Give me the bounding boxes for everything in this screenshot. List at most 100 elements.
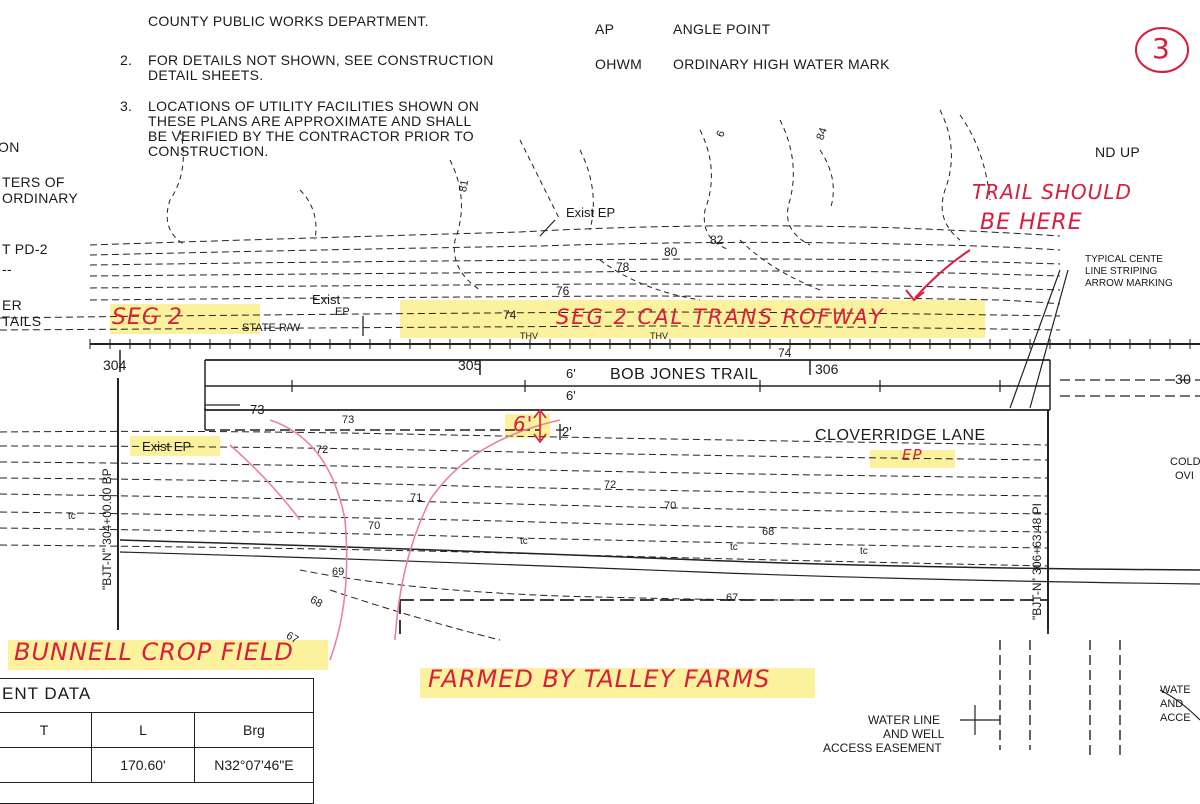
highlight-seg2-caltrans bbox=[400, 300, 985, 338]
contour-elevation: 70 bbox=[368, 520, 381, 532]
trail-name: BOB JONES TRAIL bbox=[610, 366, 759, 383]
contour-elevation: 78 bbox=[616, 260, 630, 274]
right-margin-text: AND bbox=[1160, 698, 1184, 710]
left-margin-text: ON bbox=[0, 139, 20, 155]
water-easement-label: WATER LINE bbox=[868, 713, 941, 727]
note-3-number: 3. bbox=[120, 98, 133, 114]
abbrev-code: OHWM bbox=[595, 56, 643, 72]
water-easement-label: AND WELL bbox=[883, 727, 945, 741]
right-margin-text: COLD bbox=[1170, 456, 1200, 468]
pi-station-label: "BJT-N" 306+63.48 PI bbox=[1030, 503, 1044, 620]
contour-elevation: 72 bbox=[604, 479, 617, 491]
right-margin-text: WATE bbox=[1160, 684, 1191, 696]
contour-elevation: 72 bbox=[316, 444, 329, 456]
right-margin-text: ACCE bbox=[1160, 712, 1191, 724]
left-margin-text: TERS OF bbox=[2, 174, 65, 190]
tree-canopy-label: tc bbox=[730, 542, 738, 553]
highlight-exist-ep-left bbox=[130, 436, 220, 456]
left-margin-text: -- bbox=[2, 261, 12, 277]
annotation-bunnell: BUNNELL CROP FIELD bbox=[14, 638, 294, 666]
table-cell bbox=[0, 747, 93, 783]
note-3-line-2: THESE PLANS ARE APPROXIMATE AND SHALL bbox=[148, 113, 472, 129]
label-exist-ep-top: Exist EP bbox=[566, 205, 616, 220]
tree-canopy-label: tc bbox=[860, 546, 868, 557]
table-header-row: T L Brg bbox=[0, 712, 315, 748]
right-margin-text: ND UP bbox=[1095, 144, 1141, 160]
note-2-number: 2. bbox=[120, 52, 133, 68]
contour-elevation: 67 bbox=[726, 592, 739, 604]
note-3-line-3: BE VERIFIED BY THE CONTRACTOR PRIOR TO bbox=[148, 128, 474, 144]
table-header-cell: Brg bbox=[193, 712, 315, 748]
note-3-line-1: LOCATIONS OF UTILITY FACILITIES SHOWN ON bbox=[148, 98, 480, 114]
label-exist-ep-mid: Exist bbox=[312, 292, 341, 307]
highlight-talley bbox=[420, 668, 815, 698]
annotation-seg2-caltrans: SEG 2 CAL TRANS ROFWAY bbox=[556, 305, 885, 329]
station-label: 304 bbox=[103, 357, 127, 373]
dimension-label: 2' bbox=[562, 424, 572, 439]
contour-elevation: 70 bbox=[664, 500, 677, 512]
right-margin-text: ARROW MARKING bbox=[1085, 278, 1173, 289]
right-margin-text: 30 bbox=[1175, 371, 1192, 387]
abbrev-meaning: ANGLE POINT bbox=[673, 21, 771, 37]
right-margin-text: OVI bbox=[1175, 470, 1194, 482]
table-cell: 170.60' bbox=[91, 747, 195, 783]
bp-station-label: "BJT-N" 304+00.00 BP bbox=[100, 468, 114, 590]
alignment-data-table: T L Brg 170.60' N32°07'46"E bbox=[0, 712, 315, 783]
top-of-bank-line bbox=[119, 539, 1200, 571]
annotation-seg2-left: SEG 2 bbox=[112, 305, 183, 330]
table-cell: N32°07'46"E bbox=[193, 747, 315, 783]
abbrev-meaning: ORDINARY HIGH WATER MARK bbox=[673, 56, 890, 72]
left-margin-text: T PD-2 bbox=[2, 241, 48, 257]
right-margin-text: TYPICAL CENTE bbox=[1085, 254, 1163, 265]
highlight-bunnell bbox=[8, 640, 328, 670]
contour-elevation: 74 bbox=[503, 308, 517, 322]
contour-elevation: 73 bbox=[250, 402, 265, 417]
contour-band-top bbox=[0, 225, 1061, 331]
table-header-cell: T bbox=[0, 712, 93, 748]
abbrev-code: AP bbox=[595, 21, 615, 37]
annotation-six-ft: 6' bbox=[513, 412, 534, 436]
note-1-cut: COUNTY PUBLIC WORKS DEPARTMENT. bbox=[148, 13, 429, 29]
label-exist-ep-mid: EP bbox=[335, 306, 350, 318]
road-name: CLOVERRIDGE LANE bbox=[815, 427, 986, 444]
annotation-trail-should: BE HERE bbox=[980, 210, 1083, 235]
note-3-line-4: CONSTRUCTION. bbox=[148, 143, 269, 159]
contour-elevation: 68 bbox=[762, 526, 775, 538]
contour-elevation: 82 bbox=[710, 233, 724, 247]
table-header-cell: L bbox=[91, 712, 195, 748]
annotation-trail-should: TRAIL SHOULD bbox=[972, 180, 1132, 204]
contour-upper-ridges bbox=[166, 109, 991, 301]
contour-band-bottom bbox=[0, 430, 1049, 567]
annotation-talley: FARMED BY TALLEY FARMS bbox=[428, 665, 771, 693]
water-easement-label: ACCESS EASEMENT bbox=[823, 741, 942, 755]
left-margin-text: TAILS bbox=[2, 313, 42, 329]
contour-elevation: 73 bbox=[342, 414, 355, 426]
utility-label: THV bbox=[520, 331, 538, 341]
contour-elevation: 69 bbox=[332, 566, 345, 578]
station-label: 305 bbox=[458, 357, 482, 373]
table-row: 170.60' N32°07'46"E bbox=[0, 747, 315, 783]
right-margin-text: LINE STRIPING bbox=[1085, 266, 1158, 277]
tree-canopy-label: tc bbox=[520, 536, 528, 547]
contour-elevation: 81 bbox=[457, 178, 472, 194]
sheet-number-circle bbox=[1135, 27, 1189, 73]
sheet-number: 3 bbox=[1152, 32, 1171, 65]
contour-elevation: 80 bbox=[664, 245, 678, 259]
alignment-table-title: ENT DATA bbox=[2, 684, 92, 703]
pink-pen-curves bbox=[229, 419, 561, 661]
annotation-ep: EP bbox=[902, 446, 923, 464]
station-label: 306 bbox=[815, 361, 839, 377]
highlight-ep bbox=[870, 450, 955, 468]
contour-elevation: 71 bbox=[410, 492, 423, 504]
note-2-line-1: FOR DETAILS NOT SHOWN, SEE CONSTRUCTION bbox=[148, 52, 494, 68]
left-margin-text: ORDINARY bbox=[2, 190, 79, 206]
contour-elevation: 74 bbox=[778, 346, 792, 360]
label-state-rw: STATE R/W bbox=[242, 322, 301, 334]
easement-boundary bbox=[399, 599, 1049, 640]
trail-should-arrow bbox=[914, 249, 971, 299]
left-margin-text: ER bbox=[2, 297, 23, 313]
note-2-line-2: DETAIL SHEETS. bbox=[148, 67, 264, 83]
utility-label: THV bbox=[650, 331, 668, 341]
dimension-label: 6' bbox=[566, 366, 576, 381]
